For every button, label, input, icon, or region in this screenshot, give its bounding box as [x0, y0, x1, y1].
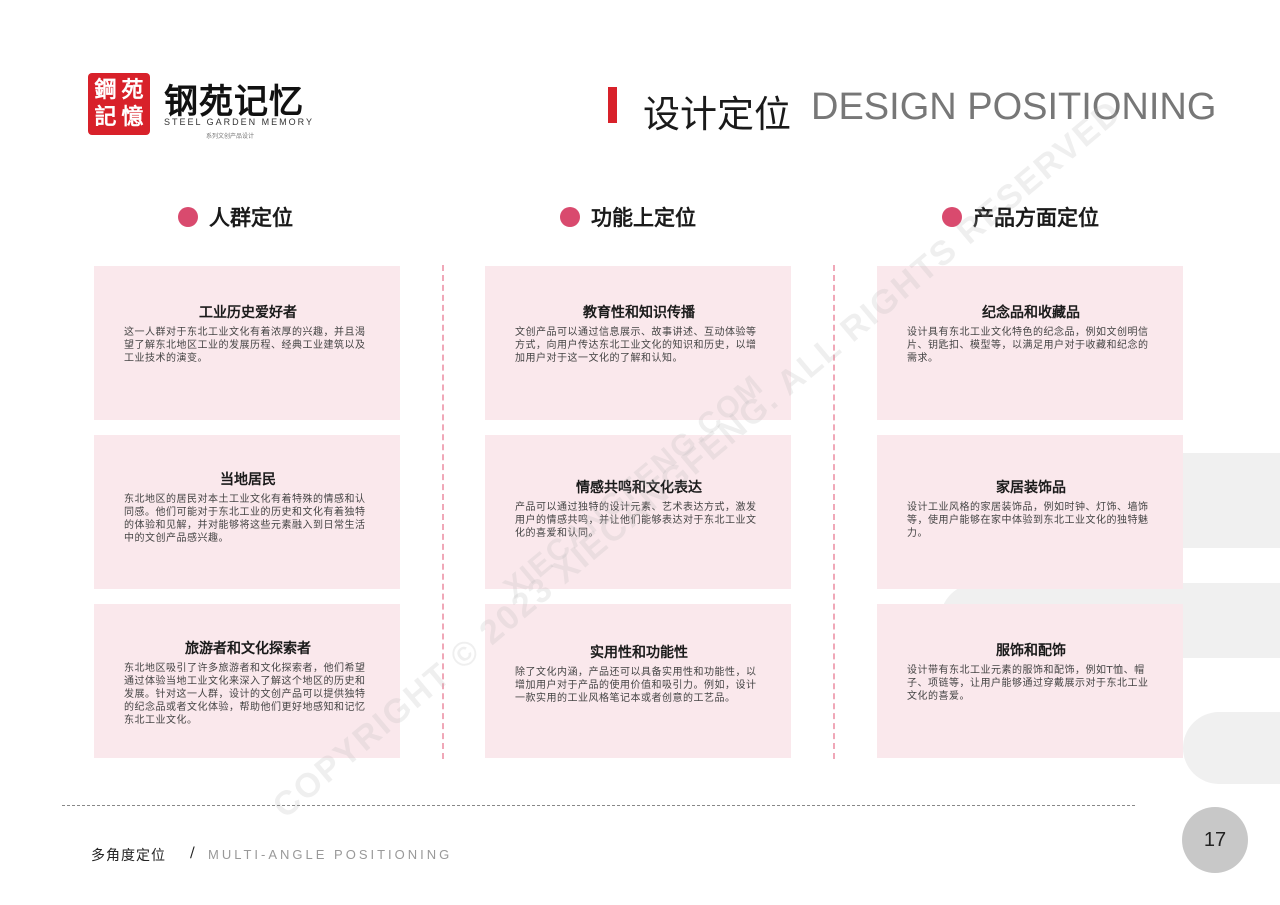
seal-char: 憶	[121, 104, 144, 130]
card-emotional-resonance: 情感共鸣和文化表达 产品可以通过独特的设计元素、艺术表达方式，激发用户的情感共鸣…	[485, 435, 791, 589]
card-title: 工业历史爱好者	[199, 305, 297, 321]
card-tourists: 旅游者和文化探索者 东北地区吸引了许多旅游者和文化探索者，他们希望通过体验当地工…	[94, 604, 400, 758]
card-text: 产品可以通过独特的设计元素、艺术表达方式，激发用户的情感共鸣，并让他们能够表达对…	[515, 502, 757, 539]
page-number-badge: 17	[1182, 807, 1248, 873]
card-title: 家居装饰品	[996, 480, 1066, 496]
footer-divider	[62, 805, 1135, 806]
card-title: 实用性和功能性	[590, 645, 688, 661]
logo-seal: 鋼 苑 記 憶	[88, 73, 150, 135]
card-industrial-history-fans: 工业历史爱好者 这一人群对于东北工业文化有着浓厚的兴趣，并且渴望了解东北地区工业…	[94, 266, 400, 420]
card-text: 设计工业风格的家居装饰品，例如时钟、灯饰、墙饰等，使用户能够在家中体验到东北工业…	[907, 502, 1149, 539]
card-souvenirs: 纪念品和收藏品 设计具有东北工业文化特色的纪念品，例如文创明信片、钥匙扣、模型等…	[877, 266, 1183, 420]
footer-label-cn: 多角度定位	[91, 848, 166, 864]
seal-char: 鋼	[94, 77, 117, 103]
bullet-dot-icon	[178, 207, 198, 227]
card-text: 设计具有东北工业文化特色的纪念品，例如文创明信片、钥匙扣、模型等，以满足用户对于…	[907, 327, 1149, 364]
logo-subtitle: STEEL GARDEN MEMORY	[164, 117, 315, 127]
seal-char: 苑	[121, 77, 144, 103]
logo-title: 钢苑记忆	[164, 82, 304, 122]
card-text: 这一人群对于东北工业文化有着浓厚的兴趣，并且渴望了解东北地区工业的发展历程、经典…	[124, 327, 366, 364]
footer-separator: /	[190, 845, 195, 861]
column-title-product: 产品方面定位	[942, 202, 1099, 232]
card-title: 纪念品和收藏品	[982, 305, 1080, 321]
card-text: 东北地区的居民对本土工业文化有着特殊的情感和认同感。他们可能对于东北工业的历史和…	[124, 494, 366, 544]
column-title-function: 功能上定位	[560, 202, 696, 232]
card-title: 旅游者和文化探索者	[185, 641, 311, 657]
column-divider	[833, 265, 835, 759]
column-title-audience: 人群定位	[178, 202, 293, 232]
header-accent-bar	[608, 87, 617, 123]
card-home-decor: 家居装饰品 设计工业风格的家居装饰品，例如时钟、灯饰、墙饰等，使用户能够在家中体…	[877, 435, 1183, 589]
card-text: 除了文化内涵，产品还可以具备实用性和功能性，以增加用户对于产品的使用价值和吸引力…	[515, 667, 757, 704]
card-text: 设计带有东北工业元素的服饰和配饰，例如T恤、帽子、项链等，让用户能够通过穿戴展示…	[907, 665, 1149, 702]
logo-tagline: 系列文创产品设计	[206, 133, 255, 140]
card-local-residents: 当地居民 东北地区的居民对本土工业文化有着特殊的情感和认同感。他们可能对于东北工…	[94, 435, 400, 589]
bullet-dot-icon	[942, 207, 962, 227]
card-text: 文创产品可以通过信息展示、故事讲述、互动体验等方式，向用户传达东北工业文化的知识…	[515, 327, 757, 364]
column-title-label: 产品方面定位	[973, 206, 1099, 230]
card-title: 当地居民	[220, 472, 276, 488]
footer-label-en: MULTI-ANGLE POSITIONING	[208, 847, 453, 862]
bullet-dot-icon	[560, 207, 580, 227]
column-title-label: 人群定位	[209, 206, 293, 230]
card-title: 服饰和配饰	[996, 643, 1066, 659]
column-title-label: 功能上定位	[591, 206, 696, 230]
card-apparel: 服饰和配饰 设计带有东北工业元素的服饰和配饰，例如T恤、帽子、项链等，让用户能够…	[877, 604, 1183, 758]
page-number: 17	[1203, 828, 1227, 851]
card-title: 教育性和知识传播	[583, 305, 695, 321]
card-practicality: 实用性和功能性 除了文化内涵，产品还可以具备实用性和功能性，以增加用户对于产品的…	[485, 604, 791, 758]
card-education: 教育性和知识传播 文创产品可以通过信息展示、故事讲述、互动体验等方式，向用户传达…	[485, 266, 791, 420]
card-title: 情感共鸣和文化表达	[576, 480, 702, 496]
column-divider	[442, 265, 444, 759]
page-title-en: DESIGN POSITIONING	[811, 86, 1217, 128]
card-text: 东北地区吸引了许多旅游者和文化探索者，他们希望通过体验当地工业文化来深入了解这个…	[124, 663, 366, 726]
decor-shape-3	[1183, 712, 1280, 784]
seal-char: 記	[94, 104, 117, 130]
page-title-cn: 设计定位	[643, 93, 791, 136]
